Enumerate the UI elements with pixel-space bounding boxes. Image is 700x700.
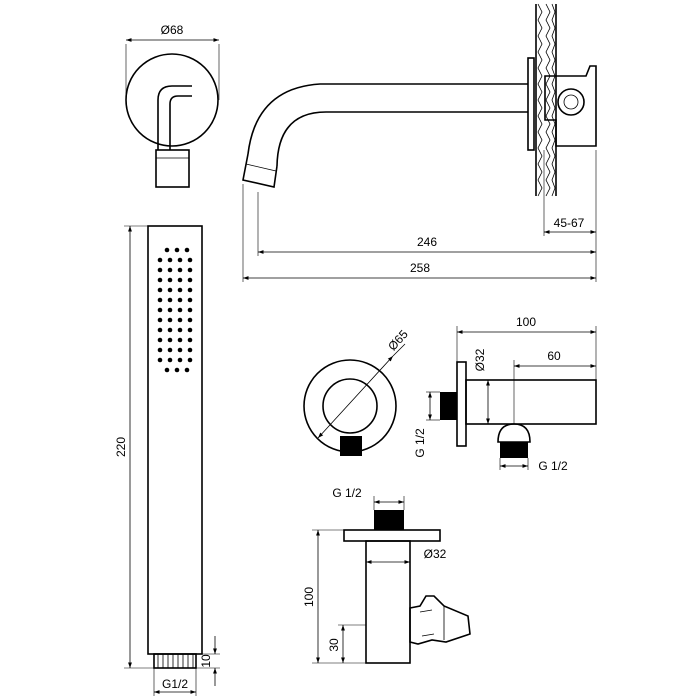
hand-shower-nozzles bbox=[157, 247, 193, 373]
wall-outlet-side-view: 100 60 Ø32 G 1/2 G 1/2 bbox=[413, 315, 597, 473]
wall-holder-body bbox=[365, 540, 411, 664]
nozzle-dot bbox=[164, 247, 170, 253]
wall-outlet-body-diameter-label: Ø32 bbox=[473, 348, 487, 371]
nozzle-dot bbox=[177, 297, 183, 303]
nozzle-dot bbox=[167, 357, 173, 363]
nozzle-dot bbox=[174, 367, 180, 373]
spout-rosette bbox=[125, 53, 219, 147]
nozzle-dot bbox=[174, 247, 180, 253]
nozzle-dot bbox=[187, 307, 193, 313]
connector-height-label: 10 bbox=[199, 654, 213, 668]
nozzle-dot bbox=[167, 327, 173, 333]
nozzle-dot bbox=[157, 327, 163, 333]
wall-outlet-diameter-label: Ø65 bbox=[385, 327, 411, 353]
wall-outlet-length-label: 100 bbox=[516, 315, 536, 329]
wall-holder-plate bbox=[343, 529, 441, 542]
wall-outlet-body bbox=[465, 379, 597, 425]
wall-section bbox=[535, 3, 557, 197]
nozzle-dot bbox=[167, 277, 173, 283]
nozzle-dot bbox=[177, 257, 183, 263]
wall-outlet-inlet-thread-label: G 1/2 bbox=[413, 428, 427, 458]
nozzle-dot bbox=[157, 287, 163, 293]
hand-shower-view: 220 10 G1/2 bbox=[114, 225, 220, 696]
nozzle-dot bbox=[177, 337, 183, 343]
spout-outlet-top bbox=[155, 149, 190, 188]
nozzle-dot bbox=[167, 257, 173, 263]
concealed-box-outlet bbox=[557, 88, 585, 116]
nozzle-dot bbox=[177, 317, 183, 323]
nozzle-dot bbox=[167, 287, 173, 293]
spout-wall-plate bbox=[527, 57, 535, 151]
nozzle-dot bbox=[187, 267, 193, 273]
nozzle-dot bbox=[187, 317, 193, 323]
spout-arm-lower-edge bbox=[276, 111, 528, 167]
wall-outlet-front-thread bbox=[340, 436, 362, 456]
nozzle-dot bbox=[187, 327, 193, 333]
wall-holder-cradle-height-label: 30 bbox=[327, 638, 341, 652]
nozzle-dot bbox=[167, 307, 173, 313]
wall-holder-cradle bbox=[409, 595, 471, 645]
nozzle-dot bbox=[157, 257, 163, 263]
wall-holder-thread-label: G 1/2 bbox=[332, 486, 362, 500]
nozzle-dot bbox=[177, 287, 183, 293]
wall-outlet-outlet-thread bbox=[500, 442, 528, 458]
nozzle-dot bbox=[167, 337, 173, 343]
wall-outlet-elbow bbox=[497, 423, 531, 443]
nozzle-dot bbox=[157, 347, 163, 353]
wall-holder-thread bbox=[374, 510, 404, 530]
nozzle-dot bbox=[157, 267, 163, 273]
nozzle-dot bbox=[184, 367, 190, 373]
wall-holder-diameter-label: Ø32 bbox=[424, 547, 447, 561]
wall-holder-view: G 1/2 Ø32 100 30 bbox=[302, 486, 471, 664]
nozzle-dot bbox=[157, 297, 163, 303]
spout-reach-label: 246 bbox=[417, 235, 437, 249]
wall-depth-label: 45-67 bbox=[554, 216, 585, 230]
spout-top-view: Ø68 bbox=[125, 23, 220, 188]
wall-outlet-inlet-thread bbox=[440, 392, 457, 420]
spout-side-view: 45-67 246 258 bbox=[242, 3, 597, 282]
nozzle-dot bbox=[164, 367, 170, 373]
spout-arm-upper-edge bbox=[247, 83, 528, 155]
spout-nozzle bbox=[242, 153, 278, 188]
wall-holder-height-label: 100 bbox=[302, 587, 316, 607]
nozzle-dot bbox=[157, 317, 163, 323]
nozzle-dot bbox=[177, 327, 183, 333]
nozzle-dot bbox=[167, 267, 173, 273]
nozzle-dot bbox=[157, 337, 163, 343]
wall-outlet-outlet-thread-label: G 1/2 bbox=[538, 459, 568, 473]
wall-outlet-plate bbox=[456, 361, 467, 447]
nozzle-dot bbox=[187, 297, 193, 303]
nozzle-dot bbox=[177, 307, 183, 313]
nozzle-dot bbox=[187, 347, 193, 353]
hand-shower-length-label: 220 bbox=[114, 437, 128, 457]
wall-outlet-body-front bbox=[322, 378, 378, 434]
spout-diameter-label: Ø68 bbox=[161, 23, 184, 37]
nozzle-dot bbox=[177, 357, 183, 363]
nozzle-dot bbox=[157, 277, 163, 283]
nozzle-dot bbox=[187, 357, 193, 363]
concealed-box bbox=[544, 65, 597, 147]
wall-outlet-front-view: Ø65 bbox=[303, 327, 411, 456]
nozzle-dot bbox=[177, 347, 183, 353]
wall-outlet-body-length-label: 60 bbox=[547, 349, 561, 363]
nozzle-dot bbox=[167, 297, 173, 303]
nozzle-dot bbox=[157, 307, 163, 313]
nozzle-dot bbox=[187, 337, 193, 343]
nozzle-dot bbox=[187, 287, 193, 293]
spout-arm-top bbox=[157, 85, 192, 150]
wall-outlet-diameter-dimension bbox=[317, 355, 394, 439]
nozzle-dot bbox=[177, 267, 183, 273]
spout-total-length-label: 258 bbox=[410, 261, 430, 275]
nozzle-dot bbox=[157, 357, 163, 363]
hand-shower-body bbox=[147, 225, 203, 655]
nozzle-dot bbox=[187, 257, 193, 263]
hand-shower-thread-label: G1/2 bbox=[162, 677, 188, 691]
nozzle-dot bbox=[187, 277, 193, 283]
nozzle-dot bbox=[167, 347, 173, 353]
nozzle-dot bbox=[177, 277, 183, 283]
nozzle-dot bbox=[167, 317, 173, 323]
hand-shower-thread bbox=[153, 653, 197, 669]
nozzle-dot bbox=[184, 247, 190, 253]
